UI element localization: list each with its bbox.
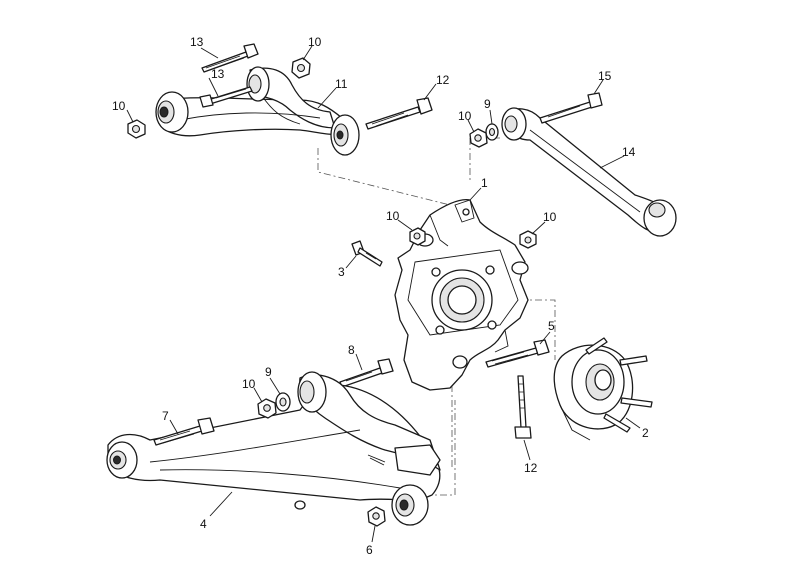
callout-12-lower: 12 [524,461,538,475]
bolt-12-upper [365,97,433,130]
nut-10-knuckle-right [519,230,537,249]
bolt-5 [485,339,550,368]
leader-lines [126,45,641,543]
callout-13-upper: 13 [190,35,204,49]
bolt-3 [351,240,383,267]
callout-15: 15 [598,69,612,83]
bolt-13-lower [199,86,253,108]
callout-9-lower: 9 [265,365,272,379]
callout-10-knuckle-left: 10 [386,209,400,223]
nut-10-upper-left [127,119,146,139]
nut-10-lower [257,398,277,419]
callout-11: 11 [335,77,348,91]
lower-control-arm [106,371,441,526]
callout-8: 8 [348,343,355,357]
callout-7: 7 [162,409,169,423]
bolt-8 [339,358,394,388]
callout-10-link: 10 [458,109,472,123]
callout-4: 4 [200,517,207,531]
callout-10-lower: 10 [242,377,256,391]
nut-6 [367,506,386,527]
upper-link-arm [501,107,677,237]
callout-2: 2 [642,426,649,440]
knuckle-housing [394,199,529,391]
wheel-hub [553,337,653,441]
callout-13-lower: 13 [211,67,225,81]
nut-10-upper-right [291,57,311,79]
callout-10-knuckle-right: 10 [543,210,557,224]
callout-14: 14 [622,145,636,159]
callout-12-upper: 12 [436,73,450,87]
callout-9-upper: 9 [484,97,491,111]
bolt-15 [539,92,603,124]
nut-10-link [469,128,488,148]
washer-9-lower [275,392,291,412]
bolt-7 [153,417,215,446]
callout-10-upper-left: 10 [112,99,126,113]
upper-control-arm [155,66,360,156]
callout-10-upper-right: 10 [308,35,322,49]
callout-3: 3 [338,265,345,279]
washer-9-upper [485,123,499,141]
callout-1: 1 [481,176,488,190]
callout-labels: 13 10 13 11 10 12 15 9 10 14 1 10 10 3 5… [112,35,649,557]
callout-5: 5 [548,319,555,333]
callout-6: 6 [366,543,373,557]
bolt-12-lower [514,375,532,439]
nut-10-knuckle-left [409,227,426,246]
bolt-13-upper [201,43,259,73]
